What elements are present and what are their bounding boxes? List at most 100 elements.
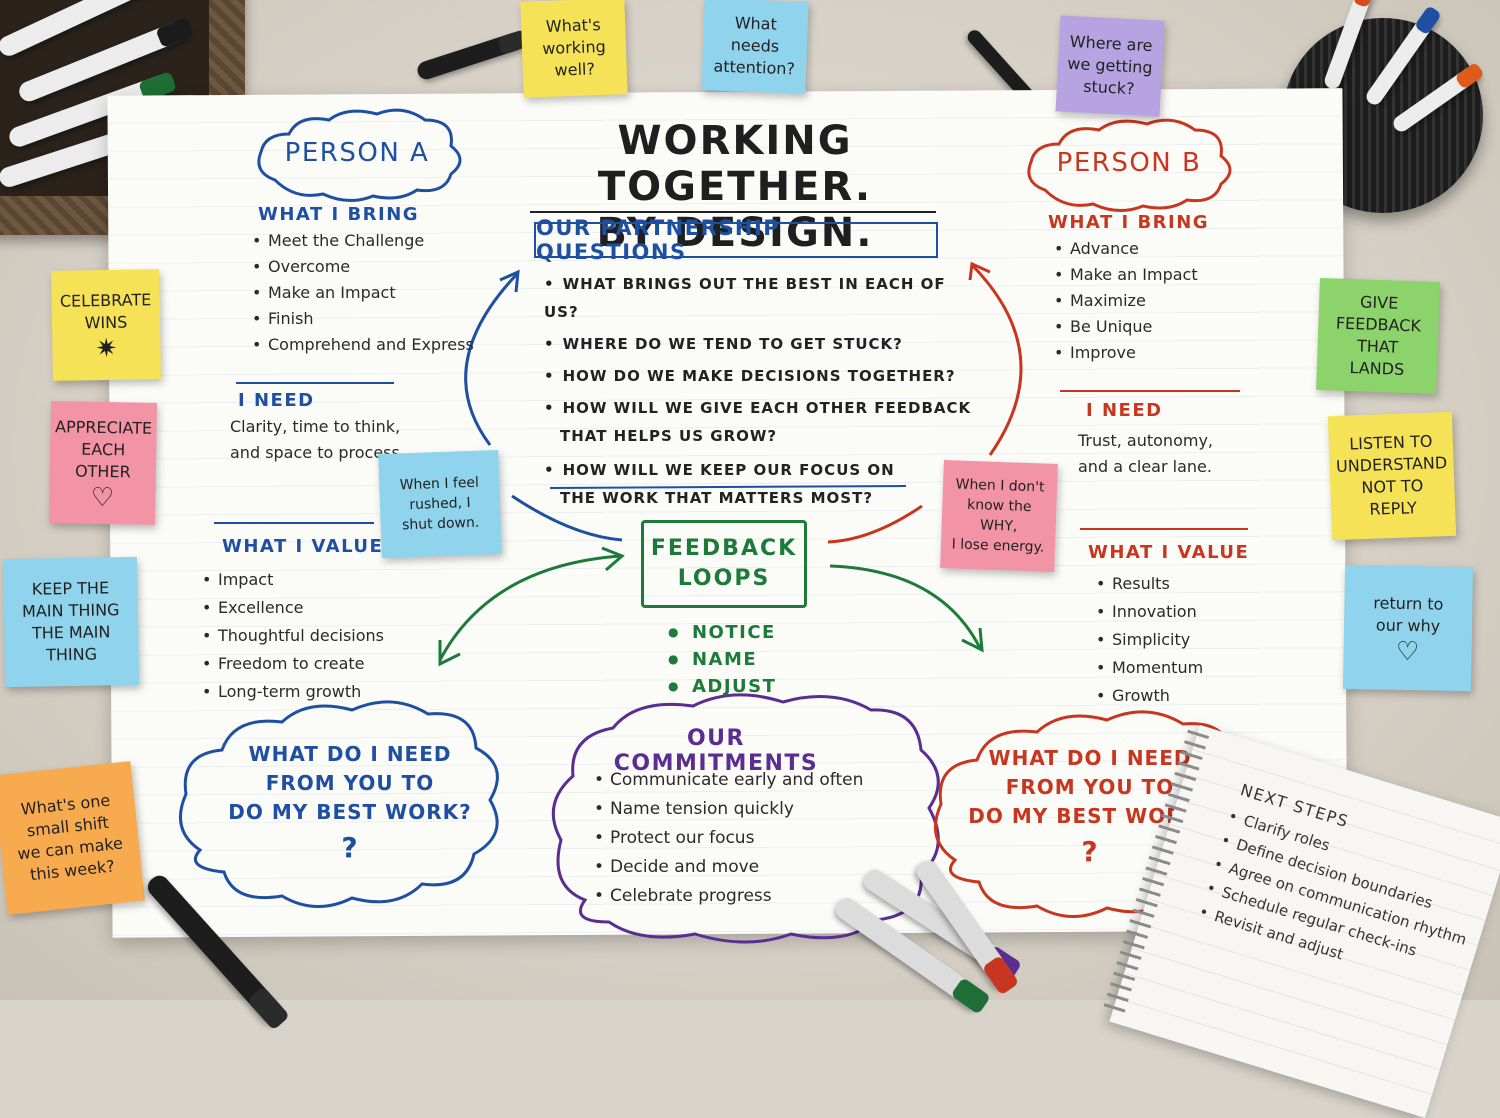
arrow-feedback-left: [438, 554, 621, 661]
question-item: •HOW WILL WE GIVE EACH OTHER FEEDBACK: [544, 399, 972, 417]
sticky-text: KEEP THE: [31, 578, 110, 599]
list-item: Improve: [1050, 340, 1198, 366]
feedback-steps: NOTICE NAME ADJUST: [668, 620, 776, 701]
person-a-value-list: Impact Excellence Thoughtful decisions F…: [198, 566, 384, 706]
sticky-text: UNDERSTAND: [1335, 453, 1448, 476]
sticky-text: shut down.: [401, 514, 480, 534]
list-item: Innovation: [1092, 598, 1203, 626]
title-line-1: WORKING TOGETHER.: [597, 118, 873, 210]
feedback-title-line: FEEDBACK: [650, 536, 798, 561]
question-text: HOW WILL WE KEEP OUR FOCUS ON: [562, 461, 895, 479]
sticky-text: THING: [45, 644, 98, 665]
need-cloud-a-text: WHAT DO I NEED FROM YOU TO DO MY BEST WO…: [220, 740, 480, 862]
sticky-text: LANDS: [1349, 358, 1405, 379]
person-b-label: PERSON B: [1056, 148, 1202, 178]
question-item: •HOW DO WE MAKE DECISIONS TOGETHER?: [544, 367, 956, 385]
question-text: HOW DO WE MAKE DECISIONS TOGETHER?: [562, 367, 956, 385]
feedback-step: NAME: [668, 647, 776, 674]
sticky-text: REPLY: [1369, 498, 1418, 519]
text-line: and space to process.: [230, 443, 405, 462]
list-item: Communicate early and often: [590, 766, 863, 795]
sticky-text: LISTEN TO: [1348, 431, 1433, 454]
question-item: •HOW WILL WE KEEP OUR FOCUS ON: [544, 461, 895, 479]
question-item-cont: THE WORK THAT MATTERS MOST?: [560, 489, 874, 507]
person-a-bring-heading: WHAT I BRING: [258, 204, 420, 225]
sticky-text: rushed, I: [409, 494, 471, 514]
person-a-label: PERSON A: [284, 138, 430, 168]
list-item: Long-term growth: [198, 678, 384, 706]
list-item: Meet the Challenge: [248, 228, 474, 254]
arrow-a-up-head: [499, 269, 520, 293]
sticky-text: well?: [554, 59, 596, 80]
person-a-value-heading: WHAT I VALUE: [222, 536, 384, 557]
person-a-need-text: Clarity, time to think, and space to pro…: [230, 414, 405, 466]
text-line: Clarity, time to think,: [230, 417, 401, 436]
list-item: Advance: [1050, 236, 1198, 262]
list-item: Finish: [248, 306, 474, 332]
partnership-questions: •WHAT BRINGS OUT THE BEST IN EACH OF US?…: [544, 270, 974, 512]
sticky-text: I lose energy.: [951, 536, 1045, 556]
feedback-step: NOTICE: [668, 620, 776, 647]
person-b-value-heading: WHAT I VALUE: [1088, 542, 1250, 563]
sticky-text: attention?: [713, 56, 796, 79]
list-item: Make an Impact: [248, 280, 474, 306]
sticky-text: working: [541, 36, 607, 59]
sticky-know-why: When I don't know the WHY, I lose energy…: [940, 460, 1058, 572]
arrow-feedback-left-head: [438, 640, 461, 667]
person-b-cloud: [1027, 118, 1232, 212]
notebook-list: Clarify roles Define decision boundaries…: [1192, 803, 1484, 1001]
sticky-text: GIVE: [1359, 292, 1399, 313]
burst-icon: ✷: [95, 333, 118, 365]
list-item: Comprehend and Express: [248, 332, 474, 358]
arrow-b-up-head: [968, 261, 991, 281]
sticky-text: our why: [1375, 615, 1441, 636]
question-mark: ?: [1081, 835, 1099, 868]
sticky-main-thing: KEEP THE MAIN THING THE MAIN THING: [2, 556, 140, 688]
need-cloud-a: [178, 700, 499, 908]
list-item: Results: [1092, 570, 1203, 598]
arrow-feedback-left-top-head: [601, 546, 625, 572]
sticky-text: NOT TO: [1361, 475, 1424, 498]
text-line: DO MY BEST WORK?: [228, 800, 472, 824]
sticky-getting-stuck: Where are we getting stuck?: [1055, 15, 1165, 117]
list-item: Name tension quickly: [590, 795, 863, 824]
arrow-b-up: [970, 263, 1023, 456]
person-b-need-text: Trust, autonomy, and a clear lane.: [1078, 428, 1213, 480]
sticky-text: WINS: [84, 312, 128, 333]
sticky-small-shift: What's one small shift we can make this …: [0, 761, 145, 915]
question-item-cont: THAT HELPS US GROW?: [560, 427, 778, 445]
arrow-b-to-feedback: [827, 504, 923, 544]
sticky-text: stuck?: [1082, 76, 1135, 99]
title-underline: [530, 211, 936, 213]
sticky-text: THAT: [1356, 336, 1399, 357]
list-item: Overcome: [248, 254, 474, 280]
person-b-bring-heading: WHAT I BRING: [1048, 212, 1210, 233]
sticky-text: When I feel: [399, 474, 480, 494]
list-item: Decide and move: [590, 853, 863, 882]
list-item: Protect our focus: [590, 824, 863, 853]
list-item: Impact: [198, 566, 384, 594]
title-line-2: BY DESIGN.: [596, 210, 874, 256]
questions-underline: [549, 485, 907, 489]
heart-icon: ♡: [90, 482, 115, 514]
question-mark: ?: [341, 831, 359, 864]
person-a-divider: [236, 382, 394, 384]
commitments-cloud: [551, 693, 940, 944]
person-b-value-list: Results Innovation Simplicity Momentum G…: [1092, 570, 1203, 710]
sticky-text: we getting: [1066, 53, 1154, 78]
feedback-loops-box: FEEDBACK LOOPS: [641, 520, 807, 608]
list-item: Excellence: [198, 594, 384, 622]
person-a-cloud: [257, 108, 462, 202]
question-text: HOW WILL WE GIVE EACH OTHER FEEDBACK: [562, 399, 972, 417]
list-item: Momentum: [1092, 654, 1203, 682]
sticky-listen: LISTEN TO UNDERSTAND NOT TO REPLY: [1327, 411, 1457, 541]
text-line: FROM YOU TO: [1005, 775, 1175, 799]
person-a-divider-2: [214, 522, 374, 524]
sticky-appreciate: APPRECIATE EACH OTHER ♡: [48, 401, 158, 525]
list-item: Celebrate progress: [590, 882, 863, 911]
poster-title: WORKING TOGETHER. BY DESIGN.: [500, 118, 970, 256]
text-line: WHAT DO I NEED: [988, 746, 1192, 770]
person-a-bring-list: Meet the Challenge Overcome Make an Impa…: [248, 228, 474, 358]
sticky-rushed: When I feel rushed, I shut down.: [378, 449, 502, 559]
list-item: Maximize: [1050, 288, 1198, 314]
